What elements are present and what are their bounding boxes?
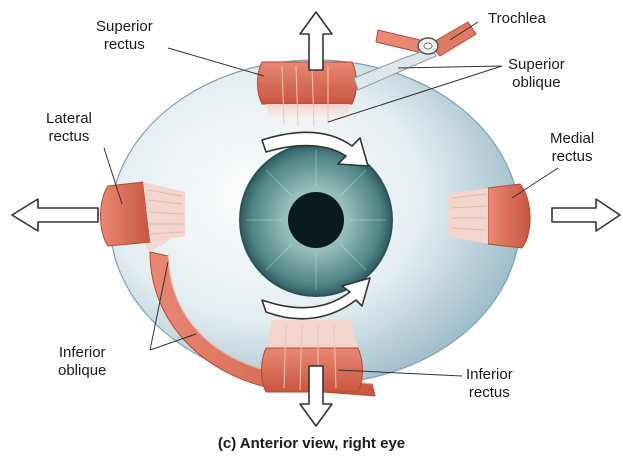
label-trochlea: Trochlea: [488, 10, 546, 28]
label-superior-oblique-line2: oblique: [508, 74, 565, 92]
label-superior-rectus-line1: Superior: [96, 18, 153, 36]
label-inferior-rectus: Inferior rectus: [466, 366, 513, 402]
medial-rectus-muscle: [448, 184, 530, 248]
label-superior-oblique-line1: Superior: [508, 56, 565, 74]
label-inferior-oblique: Inferior oblique: [58, 344, 106, 380]
label-trochlea-text: Trochlea: [488, 10, 546, 28]
arrow-left-icon: [12, 199, 98, 231]
label-superior-oblique: Superior oblique: [508, 56, 565, 92]
figure-caption: (c) Anterior view, right eye: [0, 435, 623, 452]
label-inferior-rectus-line2: rectus: [466, 384, 513, 402]
arrow-right-icon: [552, 199, 620, 231]
label-superior-rectus: Superior rectus: [96, 18, 153, 54]
label-superior-rectus-line2: rectus: [96, 36, 153, 54]
label-lateral-rectus: Lateral rectus: [46, 110, 92, 146]
label-lateral-rectus-line2: rectus: [46, 128, 92, 146]
label-medial-rectus-line2: rectus: [550, 148, 594, 166]
pupil: [288, 192, 344, 248]
label-medial-rectus: Medial rectus: [550, 130, 594, 166]
trochlea: [418, 38, 438, 54]
label-inferior-rectus-line1: Inferior: [466, 366, 513, 384]
label-lateral-rectus-line1: Lateral: [46, 110, 92, 128]
lateral-rectus-muscle: [101, 182, 186, 246]
label-medial-rectus-line1: Medial: [550, 130, 594, 148]
label-inferior-oblique-line2: oblique: [58, 362, 106, 380]
label-inferior-oblique-line1: Inferior: [58, 344, 106, 362]
